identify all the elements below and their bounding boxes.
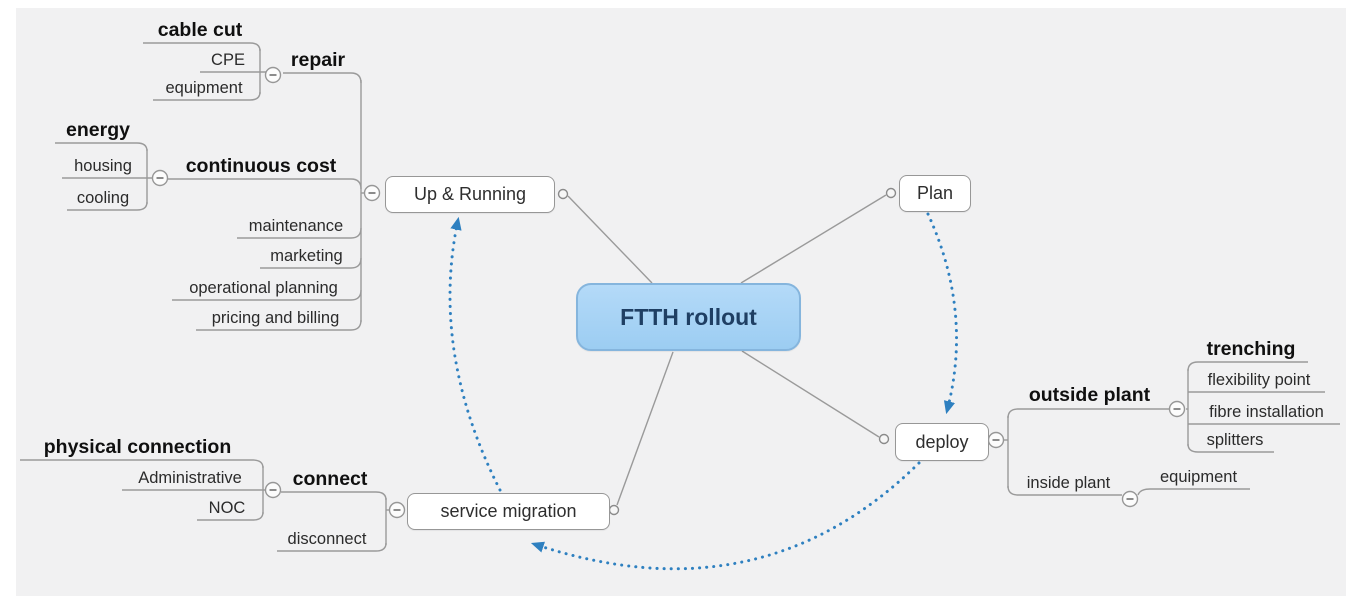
branch-line-outside-plant [1007, 408, 1169, 419]
node-up-running[interactable]: Up & Running [385, 176, 555, 213]
connector-deploy-central [741, 350, 880, 438]
branch-line-cable-cut [143, 42, 261, 52]
attach-point-deploy [878, 433, 890, 445]
label-outside-plant[interactable]: outside plant [1028, 384, 1151, 406]
collapse-toggle-energy[interactable] [151, 169, 169, 187]
node-service-migration[interactable]: service migration [407, 493, 610, 530]
label-maintenance[interactable]: maintenance [248, 217, 344, 235]
label-administrative[interactable]: Administrative [138, 469, 242, 487]
collapse-toggle-deploy[interactable] [987, 431, 1005, 449]
attach-point-plan [885, 187, 897, 199]
collapse-toggle-service-migration[interactable] [388, 501, 406, 519]
node-deploy[interactable]: deploy [895, 423, 989, 461]
branch-line-energy [55, 142, 148, 152]
label-connect[interactable]: connect [292, 468, 368, 490]
node-service-migration-label: service migration [440, 501, 577, 521]
node-central-ftth-rollout[interactable]: FTTH rollout [576, 283, 801, 351]
collapse-toggle-connect[interactable] [264, 481, 282, 499]
label-continuous-cost[interactable]: continuous cost [185, 155, 337, 177]
branch-line-pricing-billing [196, 319, 362, 331]
attach-point-up-running [557, 188, 569, 200]
branch-line-equipment-inside [1137, 488, 1250, 496]
label-fibre-installation[interactable]: fibre installation [1209, 403, 1324, 421]
label-physical-connection[interactable]: physical connection [43, 436, 232, 458]
connector-service-migration-central [616, 351, 674, 506]
label-splitters[interactable]: splitters [1206, 431, 1264, 449]
branch-line-continuous-cost [167, 178, 362, 190]
label-cpe[interactable]: CPE [211, 51, 245, 69]
branch-line-operational-planning [172, 289, 362, 301]
branch-line-splitters [1187, 443, 1274, 453]
label-cable-cut[interactable]: cable cut [157, 19, 243, 41]
node-central-label: FTTH rollout [620, 303, 757, 330]
label-noc[interactable]: NOC [208, 499, 246, 517]
branch-line-marketing [260, 257, 362, 269]
connector-up-running-central [567, 195, 653, 284]
label-energy[interactable]: energy [66, 119, 130, 141]
node-deploy-label: deploy [915, 431, 969, 452]
attach-point-service-migration [608, 504, 620, 516]
branch-line-trenching [1187, 361, 1308, 372]
branch-line-inside-plant [1007, 485, 1122, 496]
cycle-arrow-deploy-to-service-migration [530, 461, 921, 571]
label-inside-plant[interactable]: inside plant [1026, 474, 1111, 492]
collapse-toggle-repair[interactable] [264, 66, 282, 84]
label-equipment-inside[interactable]: equipment [1159, 468, 1238, 486]
branch-line-physical-connection [20, 459, 264, 469]
collapse-toggle-up-running[interactable] [363, 184, 381, 202]
node-plan[interactable]: Plan [899, 175, 971, 212]
collapse-toggle-outside-plant[interactable] [1168, 400, 1186, 418]
branch-line-connect [281, 491, 387, 501]
label-marketing[interactable]: marketing [270, 247, 343, 265]
label-operational-planning[interactable]: operational planning [189, 279, 338, 297]
label-trenching[interactable]: trenching [1206, 338, 1296, 360]
node-up-running-label: Up & Running [413, 184, 527, 204]
collapse-toggle-inside-plant[interactable] [1121, 490, 1139, 508]
label-cooling[interactable]: cooling [76, 189, 130, 207]
label-disconnect[interactable]: disconnect [287, 530, 367, 548]
branch-line-maintenance [237, 227, 362, 239]
cycle-arrow-service-migration-to-up-running [448, 216, 502, 492]
branch-line-repair [283, 72, 362, 84]
label-repair[interactable]: repair [290, 49, 346, 71]
branch-lines [20, 42, 1340, 552]
connector-plan-central [740, 194, 887, 284]
cycle-arrow-plan-to-deploy [926, 212, 958, 415]
label-housing[interactable]: housing [74, 157, 132, 175]
node-plan-label: Plan [916, 183, 954, 203]
label-flexibility-point[interactable]: flexibility point [1207, 371, 1311, 389]
label-pricing-and-billing[interactable]: pricing and billing [211, 309, 340, 327]
label-equipment[interactable]: equipment [165, 79, 243, 97]
